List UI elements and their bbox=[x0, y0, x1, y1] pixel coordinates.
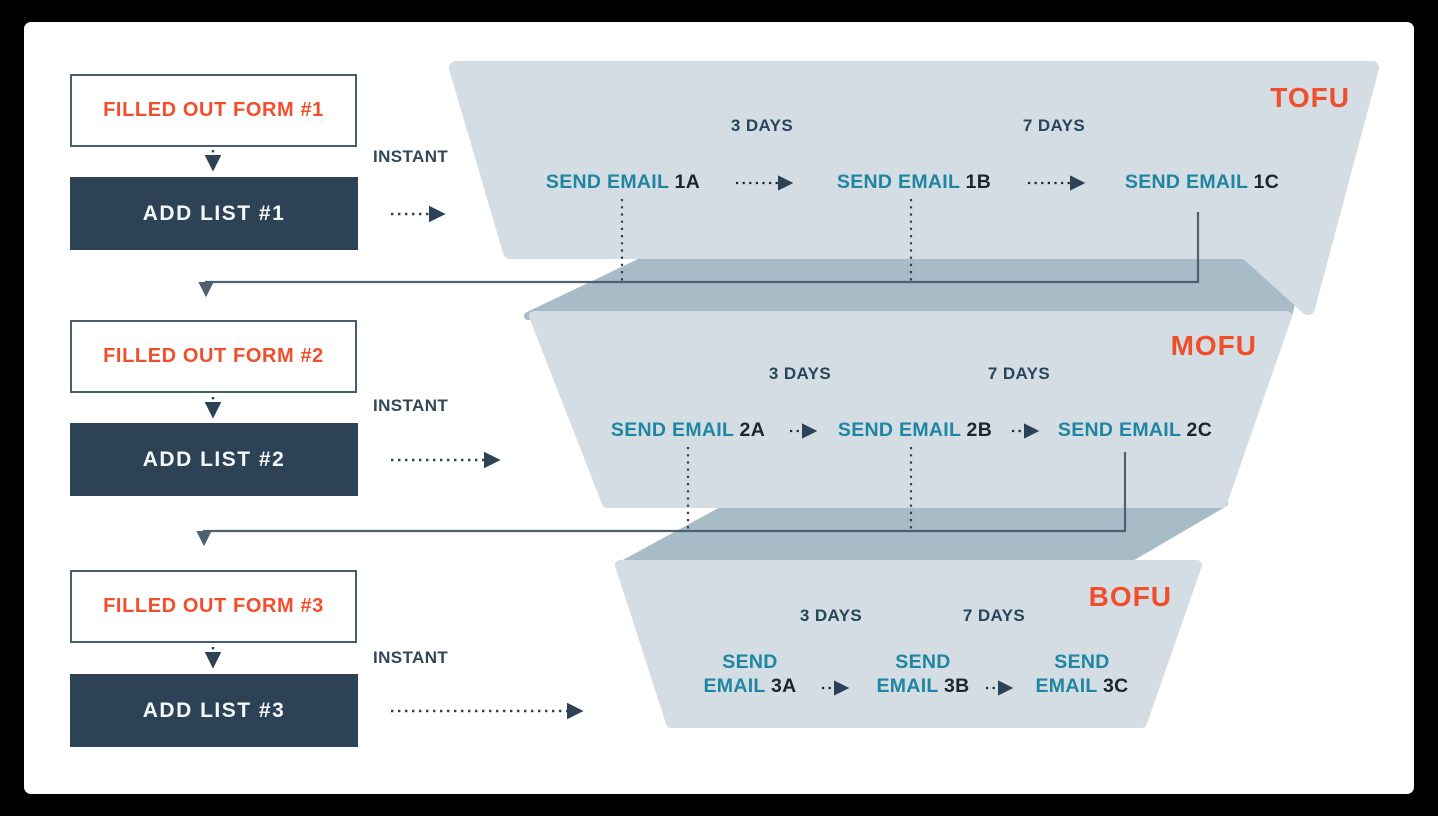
tier-label-mofu: MOFU bbox=[1170, 330, 1257, 361]
delay-label-3b: 7 DAYS bbox=[962, 606, 1026, 625]
list-box-2: ADD LIST #2 bbox=[70, 423, 358, 496]
email-code-1c: 1C bbox=[1253, 171, 1280, 193]
email-step-1b: SEND EMAIL 1B bbox=[814, 171, 1014, 194]
email-code-1a: 1A bbox=[674, 171, 701, 193]
email-code-3b: 3B bbox=[944, 675, 970, 697]
email-code-3c: 3C bbox=[1103, 675, 1129, 697]
connector-mofu-to-form3 bbox=[196, 452, 1127, 547]
instant-label-1: INSTANT bbox=[373, 147, 449, 166]
form-title-3: FILLED OUT FORM #3 bbox=[103, 595, 324, 617]
email-step-2a: SEND EMAIL 2A bbox=[588, 419, 788, 442]
email-step-3a: SEND EMAIL 3A bbox=[694, 650, 806, 698]
email-step-3c: SEND EMAIL 3C bbox=[1026, 650, 1138, 698]
list-box-3: ADD LIST #3 bbox=[70, 674, 358, 747]
form-title-1: FILLED OUT FORM #1 bbox=[103, 99, 324, 121]
list-label-1: ADD LIST #1 bbox=[142, 201, 286, 225]
email-action-1a: SEND EMAIL bbox=[545, 171, 669, 193]
connector-tofu-to-form2 bbox=[198, 212, 1200, 298]
email-code-2a: 2A bbox=[739, 419, 766, 441]
list-label-2: ADD LIST #2 bbox=[142, 447, 286, 471]
form-box-2: FILLED OUT FORM #2 bbox=[70, 320, 357, 393]
bofu-funnel-top-face bbox=[618, 499, 1228, 569]
email-action-3b: SEND EMAIL bbox=[876, 651, 951, 697]
email-step-2b: SEND EMAIL 2B bbox=[815, 419, 1015, 442]
form-title-2: FILLED OUT FORM #2 bbox=[103, 345, 324, 367]
tier-label-tofu: TOFU bbox=[1270, 82, 1350, 113]
email-action-1c: SEND EMAIL bbox=[1124, 171, 1248, 193]
email-action-1b: SEND EMAIL bbox=[836, 171, 960, 193]
delay-label-1a: 3 DAYS bbox=[730, 116, 794, 135]
email-step-1a: SEND EMAIL 1A bbox=[523, 171, 723, 194]
instant-label-2: INSTANT bbox=[373, 396, 449, 415]
tofu-funnel-face bbox=[449, 61, 1379, 315]
email-code-1b: 1B bbox=[965, 171, 992, 193]
instant-label-3: INSTANT bbox=[373, 648, 449, 667]
list-label-3: ADD LIST #3 bbox=[142, 698, 286, 722]
email-step-2c: SEND EMAIL 2C bbox=[1035, 419, 1235, 442]
delay-label-3a: 3 DAYS bbox=[799, 606, 863, 625]
mofu-funnel-top-face bbox=[524, 248, 1308, 320]
email-action-2b: SEND EMAIL bbox=[837, 419, 961, 441]
email-action-2c: SEND EMAIL bbox=[1057, 419, 1181, 441]
delay-label-2b: 7 DAYS bbox=[987, 364, 1051, 383]
email-code-2b: 2B bbox=[966, 419, 993, 441]
form-box-1: FILLED OUT FORM #1 bbox=[70, 74, 357, 147]
delay-label-2a: 3 DAYS bbox=[768, 364, 832, 383]
email-action-2a: SEND EMAIL bbox=[610, 419, 734, 441]
email-code-2c: 2C bbox=[1186, 419, 1213, 441]
delay-label-1b: 7 DAYS bbox=[1022, 116, 1086, 135]
email-action-3a: SEND EMAIL bbox=[703, 651, 778, 697]
email-step-3b: SEND EMAIL 3B bbox=[867, 650, 979, 698]
list-box-1: ADD LIST #1 bbox=[70, 177, 358, 250]
tier-label-bofu: BOFU bbox=[1088, 581, 1172, 612]
email-code-3a: 3A bbox=[771, 675, 797, 697]
email-action-3c: SEND EMAIL bbox=[1035, 651, 1110, 697]
email-step-1c: SEND EMAIL 1C bbox=[1102, 171, 1302, 194]
mofu-funnel-face bbox=[529, 311, 1292, 508]
bofu-funnel-face bbox=[615, 560, 1202, 728]
form-box-3: FILLED OUT FORM #3 bbox=[70, 570, 357, 643]
